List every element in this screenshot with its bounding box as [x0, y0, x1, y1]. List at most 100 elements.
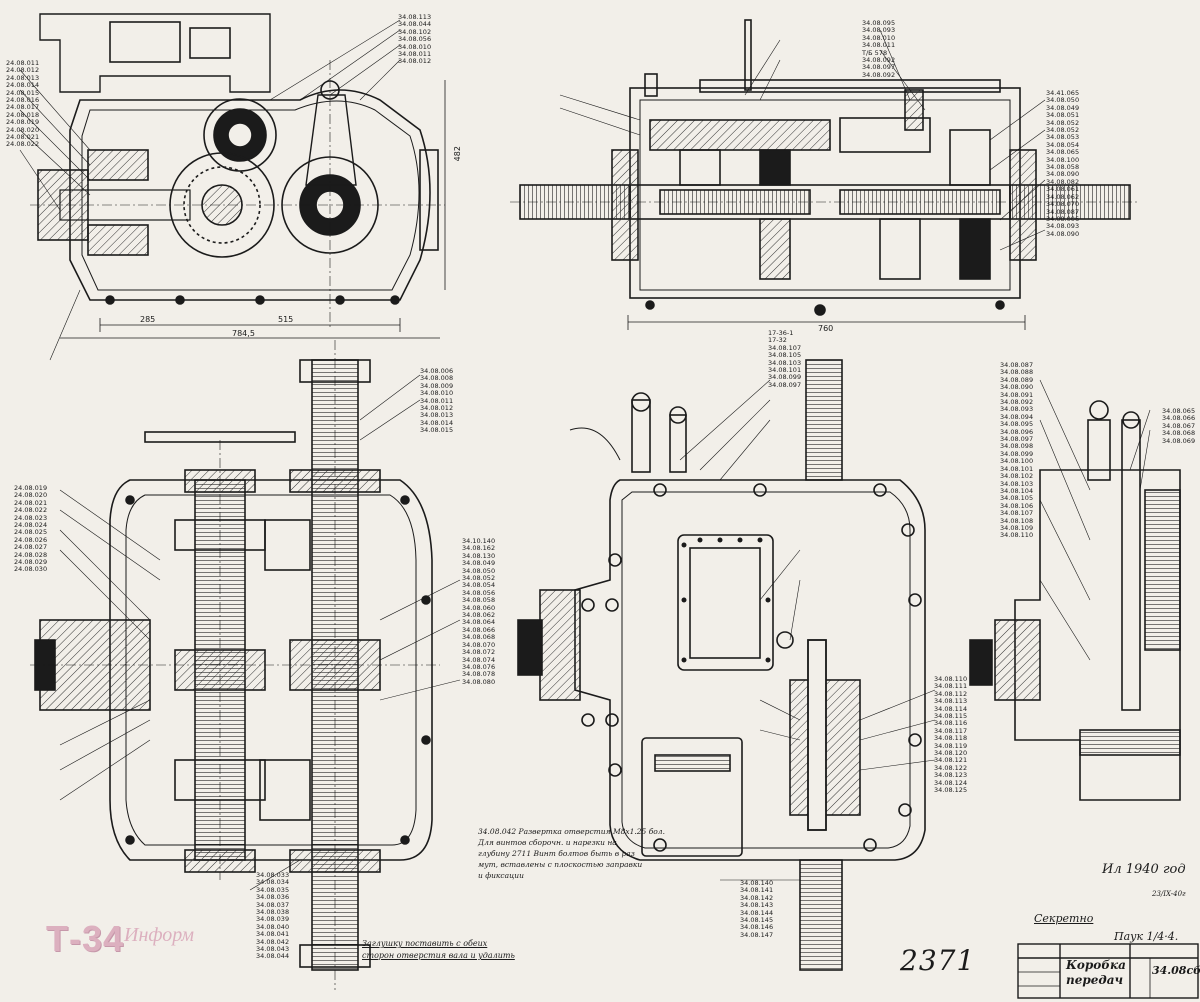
callout-label: 34.08.106	[1000, 501, 1034, 510]
callout-label: 24.08.021	[6, 133, 40, 142]
callout-label: 34.08.090	[1046, 229, 1080, 238]
callout-label: 34.08.092	[862, 70, 896, 79]
callout-label: 34.08.006	[1046, 214, 1080, 223]
classification-label: Секретно	[1034, 912, 1094, 925]
callout-label: 34.08.042	[256, 937, 290, 946]
callout-label: 34.08.096	[1000, 427, 1034, 436]
callout-label: 34.08.068	[1162, 429, 1196, 438]
callout-label: 34.08.074	[462, 655, 496, 664]
callout-label: 34.08.124	[934, 778, 968, 787]
callout-label: 24.08.022	[6, 140, 40, 149]
watermark-subtitle: Информ	[124, 924, 195, 946]
callout-label: 34.08.094	[1000, 412, 1034, 421]
callout-label: 34.08.039	[256, 915, 290, 924]
callout-label: 34.08.095	[1000, 420, 1034, 429]
callout-label: 34.08.103	[1000, 479, 1034, 488]
callout-label: 34.08.107	[1000, 509, 1034, 518]
front-section-view	[19, 13, 446, 361]
callout-label: 34.08.097	[862, 63, 896, 72]
callout-label: 24.08.020	[6, 125, 40, 134]
callout-label: 34.08.092	[862, 56, 896, 65]
callout-label: 34.08.147	[740, 930, 774, 939]
callout-label: 34.08.061	[1046, 185, 1080, 194]
side-section-view	[510, 19, 1140, 330]
callout-label: 34.08.146	[740, 923, 774, 932]
callout-label: 34.08.100	[1046, 155, 1080, 164]
callout-label: 34.08.123	[934, 771, 968, 780]
callout-label: 34.08.110	[934, 675, 968, 683]
callout-label: 34.08.013	[420, 411, 454, 420]
callout-label: 24.08.022	[14, 506, 48, 515]
callout-label: 34.08.044	[256, 952, 290, 961]
callout-label: 34.08.052	[1046, 118, 1080, 127]
callout-label: 34.08.105	[1000, 494, 1034, 503]
callout-label: 34.08.110	[1000, 531, 1034, 540]
callout-label: 34.08.051	[1046, 111, 1080, 120]
callout-label: 24.08.016	[6, 96, 40, 105]
callout-label: 24.08.017	[6, 103, 40, 112]
callout-label: 34.08.012	[420, 404, 454, 413]
callout-label: 34.08.009	[420, 381, 454, 390]
callout-label: 34.08.122	[934, 763, 968, 772]
callout-label: 34.08.052	[1046, 126, 1080, 135]
date-small: 23/IX-40г	[1152, 890, 1186, 898]
callout-label: 34.08.012	[398, 57, 432, 66]
callout-label: 34.08.010	[862, 33, 896, 42]
callout-label: 34.08.140	[740, 879, 774, 887]
callout-label: 34.08.078	[462, 670, 496, 679]
callout-label: 34.08.068	[462, 633, 496, 642]
callout-label: мут, вставлены с плоскостью заправки	[478, 860, 643, 869]
callout-label: 34.08.162	[462, 544, 496, 553]
callout-label: 34.08.035	[256, 885, 290, 894]
callout-label: 34.08.042 Развертка отверстия М8х1.25 бо…	[478, 827, 665, 836]
callout-label: 34.08.070	[462, 640, 496, 649]
callout-label: 34.08.054	[1046, 140, 1080, 149]
callout-label: 34.08.121	[934, 756, 968, 765]
callout-label: 34.08.008	[420, 374, 454, 383]
callout-label: 34.08.038	[256, 908, 290, 917]
title-block	[1017, 943, 1199, 999]
callout-label: 34.08.117	[934, 726, 968, 735]
callout-label: 24.08.015	[6, 88, 40, 97]
callout-label: 34.08.066	[462, 625, 496, 634]
sheet-big-number: 2371	[900, 944, 976, 977]
callout-label: 24.08.020	[14, 491, 48, 500]
callout-label: 24.08.027	[14, 543, 48, 552]
callout-label: 34.08.097	[1000, 435, 1034, 444]
callout-label: 34.08.044	[398, 20, 432, 29]
callout-label: 34.08.130	[462, 551, 496, 560]
date-note: Ил 1940 год	[1102, 862, 1186, 877]
callout-label: 24.08.011	[6, 59, 40, 67]
callout-label: 34.08.037	[256, 900, 290, 909]
callout-label: 34.08.102	[398, 27, 432, 36]
callout-label: 34.08.141	[740, 886, 774, 895]
callout-label: 34.08.098	[1000, 442, 1034, 451]
plan-section-view	[30, 340, 461, 990]
callout-label: 34.08.067	[1162, 421, 1196, 430]
callout-label: 34.08.105	[768, 351, 802, 360]
callout-label: 34.08.109	[1000, 523, 1034, 532]
callout-label: 34.08.054	[462, 581, 496, 590]
callout-label: 34.08.011	[420, 396, 454, 405]
callout-label: 34.08.104	[1000, 486, 1034, 495]
dim-front-left: 285	[140, 315, 156, 324]
callout-label: 34.08.144	[740, 908, 774, 917]
callout-label: 34.08.116	[934, 719, 968, 728]
callout-label: 34.08.058	[462, 596, 496, 605]
callout-label: 34.08.115	[934, 712, 968, 721]
callout-label: 34.08.036	[256, 893, 290, 902]
callout-label: 34.08.112	[934, 689, 968, 698]
signature-note: Паук 1/4·4.	[1114, 930, 1179, 943]
callout-label: 34.08.082	[1046, 177, 1080, 186]
dim-front-total: 784,5	[232, 329, 255, 338]
callout-label: 34.08.142	[740, 893, 774, 902]
callout-label: 24.08.025	[14, 528, 48, 537]
